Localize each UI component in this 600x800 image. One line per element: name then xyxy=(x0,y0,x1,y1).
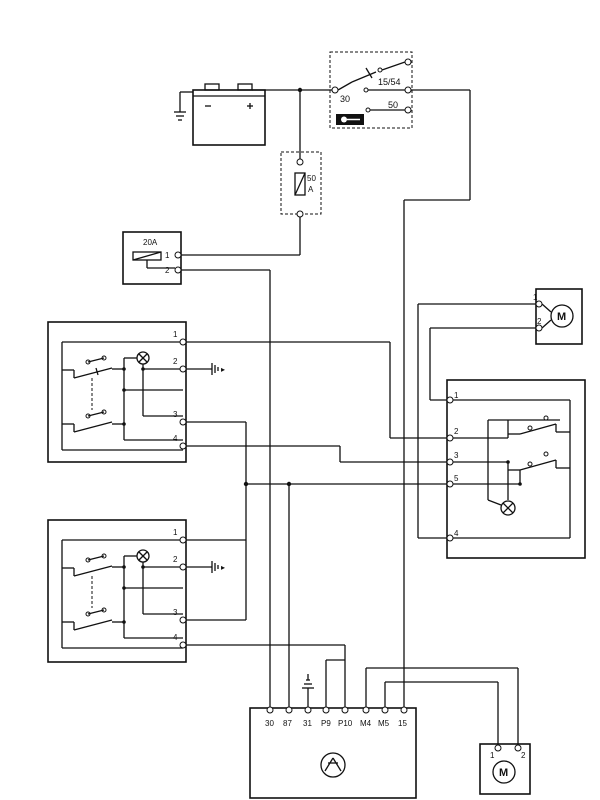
timer-icon xyxy=(320,752,346,778)
control-unit: 30 87 31 P9 P10 M4 M5 15 xyxy=(249,706,417,799)
battery xyxy=(192,83,266,146)
relay-pin-2: 2 xyxy=(165,266,170,275)
sw3-pin-3: 3 xyxy=(454,451,459,460)
sw1-pin-2: 2 xyxy=(173,357,178,366)
ground-symbol: ▸ xyxy=(186,363,225,375)
motor-bottom-pin-1: 1 xyxy=(490,751,495,760)
fuse-rating: 50 xyxy=(307,174,316,183)
relay-20a: 20A 1 2 xyxy=(122,231,182,285)
motor-bottom-symbol: M xyxy=(499,767,508,779)
sw2-pin-2: 2 xyxy=(173,555,178,564)
motor-bottom: M 1 2 xyxy=(479,743,531,795)
svg-text:▸: ▸ xyxy=(221,563,225,572)
motor-top-pin-1: 1 xyxy=(533,293,538,302)
ignition-terminal-50: 50 xyxy=(388,100,398,110)
ecu-pin-m4: M4 xyxy=(360,719,372,728)
motor-top: M 1 2 xyxy=(533,288,583,345)
ground-symbol xyxy=(174,91,193,121)
ground-symbol xyxy=(302,674,314,707)
window-switch-1: 1 2 3 4 xyxy=(47,321,187,463)
ecu-pin-m5: M5 xyxy=(378,719,390,728)
ground-symbol: ▸ xyxy=(186,561,225,573)
ecu-pin-p9: P9 xyxy=(321,719,331,728)
sw1-pin-1: 1 xyxy=(173,330,178,339)
sw1-pin-4: 4 xyxy=(173,434,178,443)
sw2-pin-1: 1 xyxy=(173,528,178,537)
fuse-unit: A xyxy=(308,185,314,194)
svg-text:▸: ▸ xyxy=(221,365,225,374)
motor-top-symbol: M xyxy=(557,311,566,323)
relay-rating: 20A xyxy=(143,238,158,247)
sw1-pin-3: 3 xyxy=(173,410,178,419)
ecu-pin-87: 87 xyxy=(283,719,292,728)
ignition-terminal-30: 30 xyxy=(340,94,350,104)
motor-top-pin-2: 2 xyxy=(537,317,542,326)
key-icon xyxy=(336,114,364,125)
sw2-pin-3: 3 xyxy=(173,608,178,617)
window-switch-2: 1 2 3 4 xyxy=(47,519,187,663)
window-switch-3: 1 2 3 5 4 xyxy=(446,379,586,559)
motor-bottom-pin-2: 2 xyxy=(521,751,526,760)
sw3-pin-4: 4 xyxy=(454,529,459,538)
ignition-switch: 30 15/54 50 xyxy=(329,51,413,129)
sw3-pin-2: 2 xyxy=(454,427,459,436)
relay-pin-1: 1 xyxy=(165,251,170,260)
sw3-pin-5: 5 xyxy=(454,474,459,483)
fuse: 50 A xyxy=(280,151,322,218)
ecu-pin-31: 31 xyxy=(303,719,312,728)
ecu-pin-p10: P10 xyxy=(338,719,353,728)
ecu-pin-30: 30 xyxy=(265,719,274,728)
sw3-pin-1: 1 xyxy=(454,391,459,400)
ignition-terminal-15-54: 15/54 xyxy=(378,77,401,87)
ecu-pin-15: 15 xyxy=(398,719,407,728)
sw2-pin-4: 4 xyxy=(173,633,178,642)
